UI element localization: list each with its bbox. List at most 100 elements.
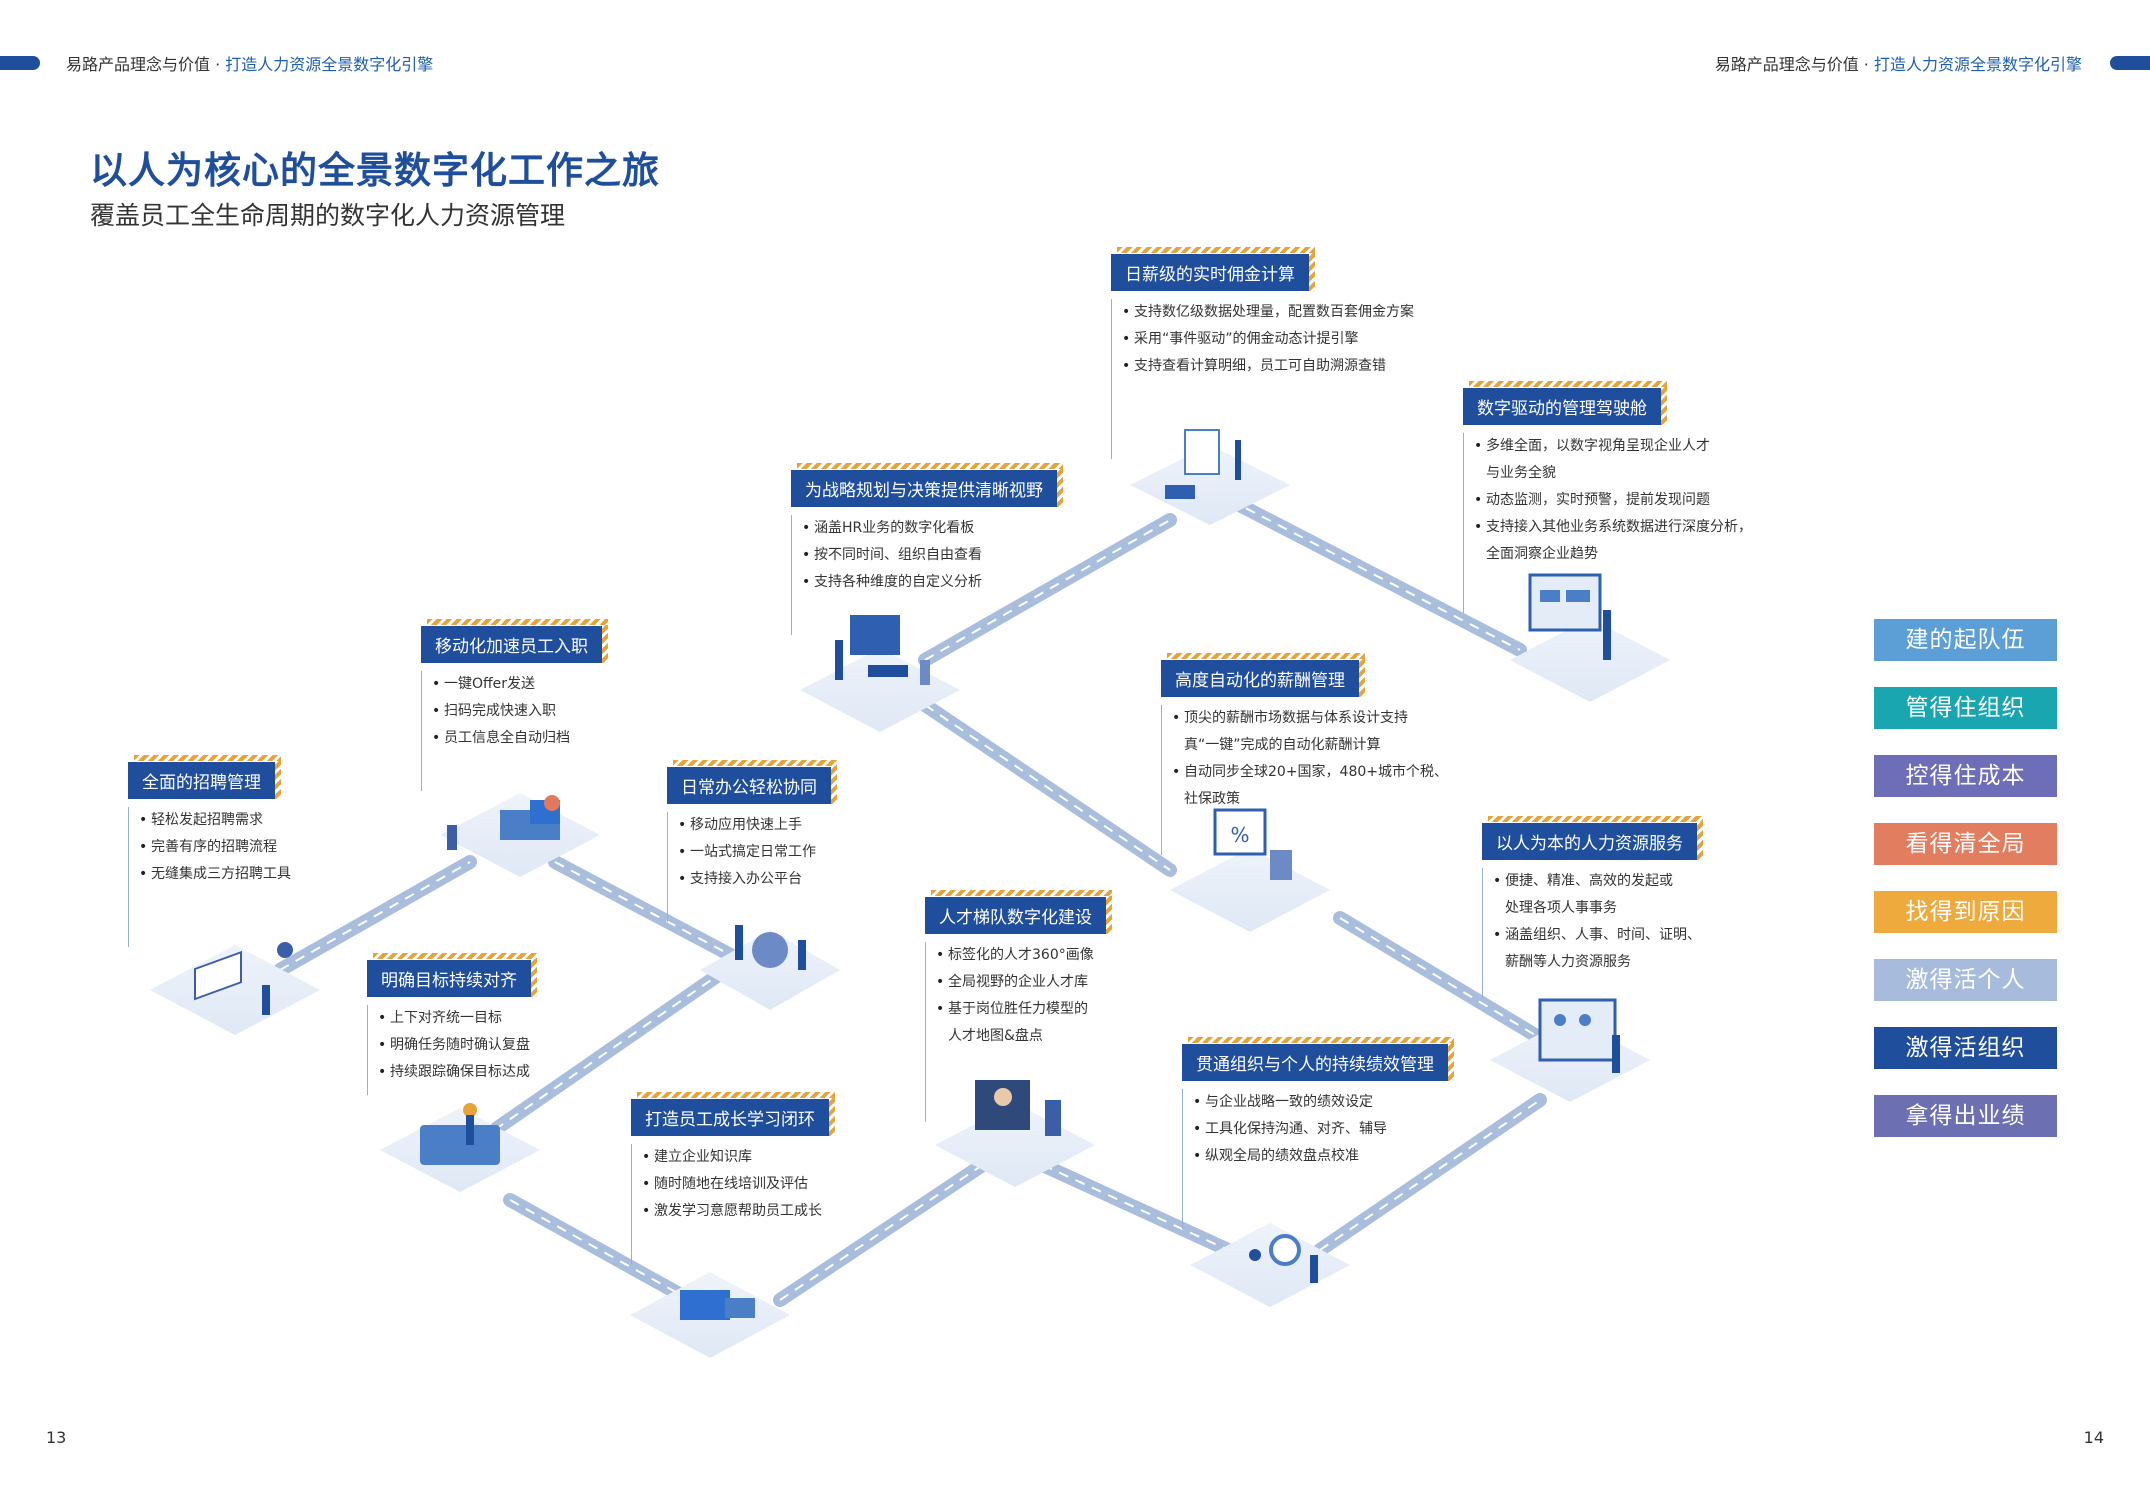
list-item: 支持数亿级数据处理量，配置数百套佣金方案 [1122,299,1414,326]
card-goal-label: 明确目标持续对齐 [367,953,537,997]
card-recruit: 全面的招聘管理 轻松发起招聘需求 完善有序的招聘流程 无缝集成三方招聘工具 [128,755,291,947]
card-recruit-label: 全面的招聘管理 [128,755,281,799]
value-pill: 激得活组织 [1874,1027,2057,1069]
list-item: 按不同时间、组织自由查看 [802,542,1057,569]
value-pill: 建的起队伍 [1874,619,2057,661]
scene-illustrations: % [194,429,1620,1320]
recruit-scene [194,942,293,1015]
value-pill: 看得清全局 [1874,823,2057,865]
list-item-continued: 薪酬等人力资源服务 [1505,954,1631,970]
list-item: 与企业战略一致的绩效设定 [1193,1089,1448,1116]
list-item: 一站式搞定日常工作 [678,839,831,866]
list-item-continued: 社保政策 [1184,791,1240,807]
card-office: 日常办公轻松协同 移动应用快速上手 一站式搞定日常工作 支持接入办公平台 [667,760,837,922]
list-item: 纵观全局的绩效盘点校准 [1193,1143,1448,1170]
list-item: 移动应用快速上手 [678,812,831,839]
list-item: 多维全面，以数字视角呈现企业人才 [1474,433,1752,460]
card-cockpit: 数字驱动的管理驾驶舱 多维全面，以数字视角呈现企业人才 与业务全貌 动态监测，实… [1463,381,1752,613]
card-payroll-list: 顶尖的薪酬市场数据与体系设计支持 真“一键”完成的自动化薪酬计算 自动同步全球2… [1161,705,1448,855]
list-item: 工具化保持沟通、对齐、辅导 [1193,1116,1448,1143]
card-commission-list: 支持数亿级数据处理量，配置数百套佣金方案 采用“事件驱动”的佣金动态计提引擎 支… [1111,299,1414,459]
list-item: 顶尖的薪酬市场数据与体系设计支持 [1172,705,1448,732]
card-strategy-label: 为战略规划与决策提供清晰视野 [791,463,1063,507]
list-item: 便捷、精准、高效的发起或 [1493,868,1701,895]
card-talent-list: 标签化的人才360°画像 全局视野的企业人才库 基于岗位胜任力模型的 人才地图&… [925,942,1106,1122]
value-pill: 控得住成本 [1874,755,2057,797]
list-item: 支持接入其他业务系统数据进行深度分析， [1474,514,1752,541]
list-item: 随时随地在线培训及评估 [642,1171,829,1198]
learn-scene [680,1290,755,1320]
card-perf: 贯通组织与个人的持续绩效管理 与企业战略一致的绩效设定 工具化保持沟通、对齐、辅… [1182,1037,1454,1229]
list-item: 支持接入办公平台 [678,866,831,893]
card-commission: 日薪级的实时佣金计算 支持数亿级数据处理量，配置数百套佣金方案 采用“事件驱动”… [1111,247,1414,459]
card-goal-list: 上下对齐统一目标 明确任务随时确认复盘 持续跟踪确保目标达成 [367,1005,531,1095]
list-item-continued: 与业务全貌 [1486,465,1556,481]
card-payroll-label: 高度自动化的薪酬管理 [1161,653,1365,697]
office-scene [735,925,806,970]
cockpit-scene [1528,573,1611,660]
card-service: 以人为本的人力资源服务 便捷、精准、高效的发起或 处理各项人事事务 涵盖组织、人… [1482,816,1703,998]
list-item-continued: 人才地图&盘点 [948,1028,1043,1044]
list-item-continued: 处理各项人事事务 [1505,900,1617,916]
list-item: 基于岗位胜任力模型的 [936,996,1106,1023]
payroll-scene: % [1213,808,1292,880]
card-perf-list: 与企业战略一致的绩效设定 工具化保持沟通、对齐、辅导 纵观全局的绩效盘点校准 [1182,1089,1448,1229]
card-strategy-list: 涵盖HR业务的数字化看板 按不同时间、组织自由查看 支持各种维度的自定义分析 [791,515,1057,635]
list-item: 全局视野的企业人才库 [936,969,1106,996]
page-subtitle: 覆盖员工全生命周期的数字化人力资源管理 [90,201,566,230]
list-item: 员工信息全自动归档 [432,725,602,752]
card-service-label: 以人为本的人力资源服务 [1482,816,1703,860]
value-pill: 激得活个人 [1874,959,2057,1001]
card-perf-label: 贯通组织与个人的持续绩效管理 [1182,1037,1454,1081]
list-item: 涵盖组织、人事、时间、证明、 [1493,922,1701,949]
page-number-right: 14 [2083,1428,2104,1447]
card-cockpit-list: 多维全面，以数字视角呈现企业人才 与业务全貌 动态监测，实时预警，提前发现问题 … [1463,433,1752,613]
list-item: 持续跟踪确保目标达成 [378,1059,531,1086]
header-tab-left [0,56,40,70]
value-pill: 找得到原因 [1874,891,2057,933]
commission-scene [1165,429,1241,499]
goal-scene [420,1103,500,1165]
list-item: 扫码完成快速入职 [432,698,602,725]
card-service-list: 便捷、精准、高效的发起或 处理各项人事事务 涵盖组织、人事、时间、证明、 薪酬等… [1482,868,1701,998]
header-left-topic: 打造人力资源全景数字化引擎 [225,55,434,74]
list-item: 涵盖HR业务的数字化看板 [802,515,1057,542]
list-item: 轻松发起招聘需求 [139,807,291,834]
card-strategy: 为战略规划与决策提供清晰视野 涵盖HR业务的数字化看板 按不同时间、组织自由查看… [791,463,1063,635]
value-pill: 拿得出业绩 [1874,1095,2057,1137]
road-center-lines [279,499,1561,1301]
list-item: 上下对齐统一目标 [378,1005,531,1032]
card-office-list: 移动应用快速上手 一站式搞定日常工作 支持接入办公平台 [667,812,831,922]
card-recruit-list: 轻松发起招聘需求 完善有序的招聘流程 无缝集成三方招聘工具 [128,807,291,947]
header-left-section: 易路产品理念与价值 · [66,55,226,74]
list-item-continued: 全面洞察企业趋势 [1486,546,1598,562]
list-item: 标签化的人才360°画像 [936,942,1106,969]
value-pill: 管得住组织 [1874,687,2057,729]
header-tab-right [2110,56,2150,70]
header-right: 易路产品理念与价值 · 打造人力资源全景数字化引擎 [1715,51,2082,75]
card-onboard-list: 一键Offer发送 扫码完成快速入职 员工信息全自动归档 [421,671,602,791]
list-item: 完善有序的招聘流程 [139,834,291,861]
header-right-topic: 打造人力资源全景数字化引擎 [1873,55,2082,74]
page-number-left: 13 [46,1428,67,1447]
card-cockpit-label: 数字驱动的管理驾驶舱 [1463,381,1667,425]
list-item: 明确任务随时确认复盘 [378,1032,531,1059]
list-item: 无缝集成三方招聘工具 [139,861,291,888]
card-office-label: 日常办公轻松协同 [667,760,837,804]
list-item: 动态监测，实时预警，提前发现问题 [1474,487,1752,514]
onboard-scene [447,795,560,850]
list-item: 建立企业知识库 [642,1144,829,1171]
list-item: 支持各种维度的自定义分析 [802,569,1057,596]
page-title: 以人为核心的全景数字化工作之旅 [90,149,660,192]
card-learn-label: 打造员工成长学习闭环 [631,1092,835,1136]
svg-text:%: % [1230,823,1249,847]
card-learn-list: 建立企业知识库 随时随地在线培训及评估 激发学习意愿帮助员工成长 [631,1144,829,1264]
card-goal: 明确目标持续对齐 上下对齐统一目标 明确任务随时确认复盘 持续跟踪确保目标达成 [367,953,537,1095]
card-learn: 打造员工成长学习闭环 建立企业知识库 随时随地在线培训及评估 激发学习意愿帮助员… [631,1092,835,1264]
card-talent-label: 人才梯队数字化建设 [925,890,1112,934]
card-onboard: 移动化加速员工入职 一键Offer发送 扫码完成快速入职 员工信息全自动归档 [421,619,608,791]
perf-scene [1249,1234,1318,1283]
list-item: 支持查看计算明细，员工可自助溯源查错 [1122,353,1414,380]
list-item-continued: 真“一键”完成的自动化薪酬计算 [1184,737,1381,753]
